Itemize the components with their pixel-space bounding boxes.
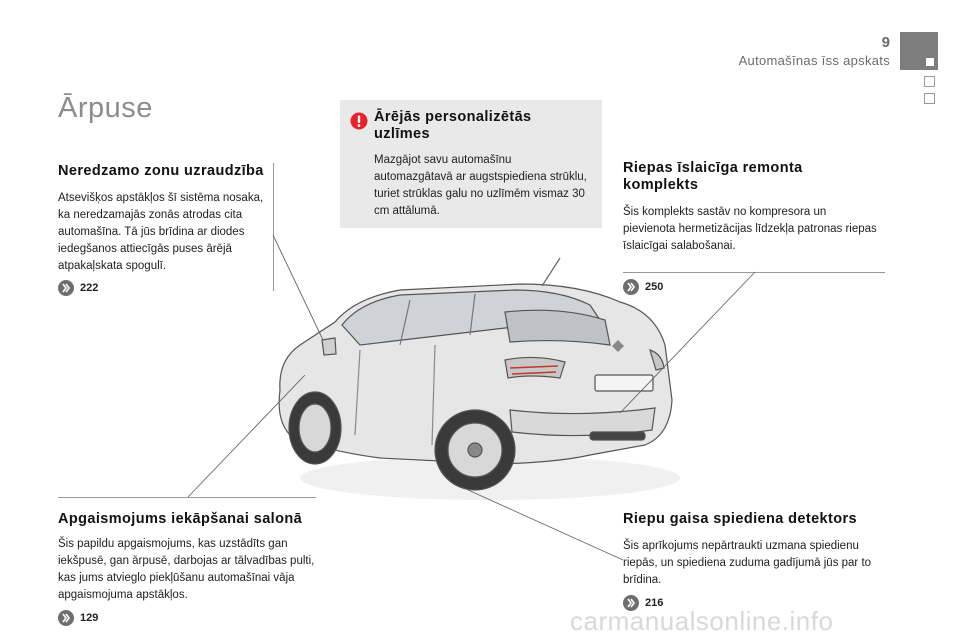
watermark-text: carmanualsonline.info <box>570 606 834 636</box>
blind-spot-title: Neredzamo zonu uzraudzība <box>58 163 264 179</box>
blind-spot-page-number: 222 <box>80 282 99 294</box>
chapter-title: Automašīnas īss apskats <box>738 53 890 68</box>
tyre-pressure-block: Riepu gaisa spiediena detektors Šis aprī… <box>623 511 885 611</box>
page-reference-icon <box>58 280 74 296</box>
approach-lighting-text: Šis papildu apgaismojums, kas uzstādīts … <box>58 538 315 601</box>
tyre-pressure-title: Riepu gaisa spiediena detektors <box>623 511 857 527</box>
blind-spot-block: Neredzamo zonu uzraudzība Atsevišķos aps… <box>58 163 268 296</box>
section-title: Ārpuse <box>58 92 153 124</box>
tab-marker-icon <box>926 58 934 66</box>
blind-spot-divider <box>273 163 274 291</box>
tyre-repair-block: Riepas īslaicīga remonta komplekts Šis k… <box>623 160 878 255</box>
warning-text: Mazgājot savu automašīnu automazgātavā a… <box>374 154 587 217</box>
blind-spot-page-ref[interactable]: 222 <box>58 280 268 296</box>
approach-lighting-divider <box>58 497 316 498</box>
warning-box: Ārējās personalizētās uzlīmes Mazgājot s… <box>340 100 602 228</box>
warning-icon <box>350 112 368 130</box>
chapter-tab-square-1 <box>924 76 935 87</box>
approach-lighting-page-ref[interactable]: 129 <box>58 610 320 626</box>
tyre-repair-title: Riepas īslaicīga remonta komplekts <box>623 160 803 193</box>
page-number: 9 <box>881 34 890 51</box>
chapter-tab-square-2 <box>924 93 935 104</box>
tyre-repair-text: Šis komplekts sastāv no kompresora un pi… <box>623 206 877 252</box>
page-reference-icon <box>623 595 639 611</box>
page-reference-icon <box>58 610 74 626</box>
tyre-pressure-page-ref[interactable]: 216 <box>623 595 885 611</box>
approach-lighting-title: Apgaismojums iekāpšanai salonā <box>58 511 303 527</box>
warning-title: Ārējās personalizētās uzlīmes <box>374 109 532 142</box>
car-illustration <box>278 257 680 500</box>
tyre-pressure-text: Šis aprīkojums nepārtraukti uzmana spied… <box>623 540 872 586</box>
approach-lighting-page-number: 129 <box>80 612 99 624</box>
chapter-tab <box>900 32 938 70</box>
blind-spot-text: Atsevišķos apstākļos šī sistēma nosaka, … <box>58 192 264 272</box>
tyre-pressure-page-number: 216 <box>645 597 664 609</box>
approach-lighting-block: Apgaismojums iekāpšanai salonā Šis papil… <box>58 511 320 626</box>
